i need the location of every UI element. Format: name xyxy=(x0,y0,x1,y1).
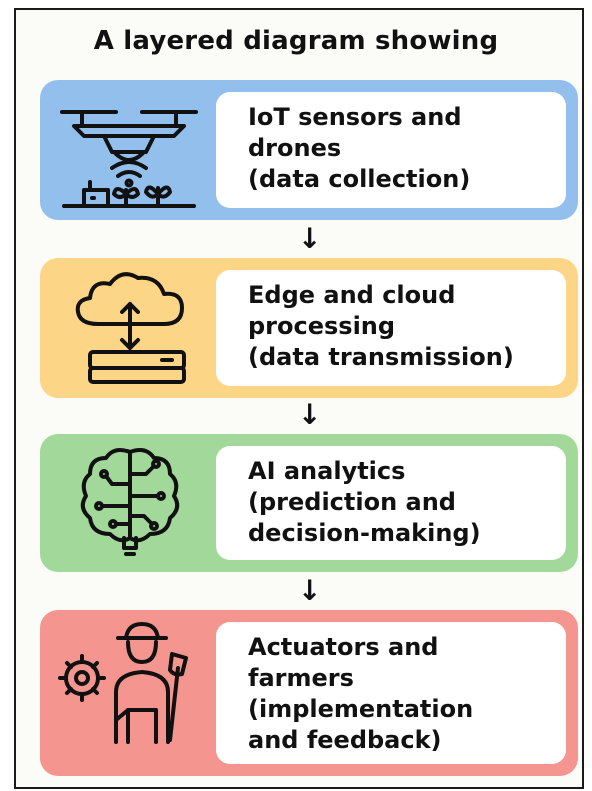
layer-label-line: processing xyxy=(248,312,396,340)
ai-brain-icon xyxy=(54,444,214,564)
layer-label-line: (data transmission) xyxy=(248,343,514,371)
layer-label-line: Edge and cloud xyxy=(248,281,456,309)
layer-label-line: IoT sensors and xyxy=(248,103,462,131)
flow-arrow: ↓ xyxy=(298,398,322,431)
layer-text-box: Edge and cloud processing (data transmis… xyxy=(216,270,566,386)
cloud-server-icon xyxy=(54,268,214,388)
layer-actuators-farmers: Actuators and farmers (implementation an… xyxy=(40,610,578,776)
layer-iot-sensors: IoT sensors and drones (data collection) xyxy=(40,80,578,220)
layer-text-box: Actuators and farmers (implementation an… xyxy=(216,622,566,764)
layer-label-line: farmers xyxy=(248,664,354,692)
layer-text-box: AI analytics (prediction and decision-ma… xyxy=(216,446,566,560)
flow-arrow: ↓ xyxy=(298,222,322,255)
layer-label-line: and feedback) xyxy=(248,726,442,754)
layer-text-box: IoT sensors and drones (data collection) xyxy=(216,92,566,208)
layer-label-line: AI analytics xyxy=(248,457,406,485)
layer-label-line: (data collection) xyxy=(248,165,471,193)
layer-edge-cloud: Edge and cloud processing (data transmis… xyxy=(40,258,578,398)
layer-label-line: Actuators and xyxy=(248,633,439,661)
layer-ai-analytics: AI analytics (prediction and decision-ma… xyxy=(40,434,578,572)
layer-label-line: drones xyxy=(248,134,342,162)
drone-sensor-icon xyxy=(54,90,214,210)
layer-label-line: (prediction and xyxy=(248,488,456,516)
farmer-gear-icon xyxy=(54,620,214,760)
layer-label-line: (implementation xyxy=(248,695,474,723)
layer-label-line: decision-making) xyxy=(248,519,481,547)
diagram-title: A layered diagram showing xyxy=(93,26,499,56)
flow-arrow: ↓ xyxy=(298,574,322,607)
